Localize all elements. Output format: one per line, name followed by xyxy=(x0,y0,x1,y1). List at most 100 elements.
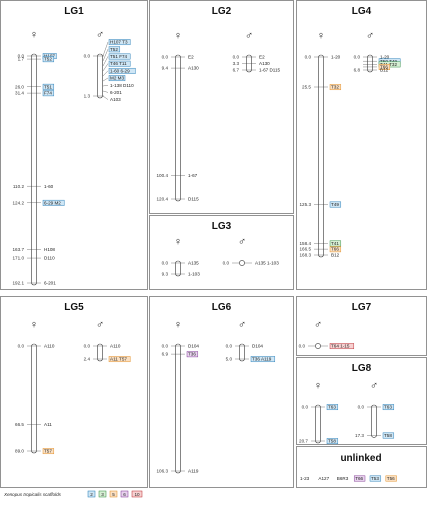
marker-position: 0.0 xyxy=(305,55,312,60)
legend-item: 10 xyxy=(134,492,140,497)
marker-label-box xyxy=(382,432,395,439)
female-symbol: ♀ xyxy=(30,29,38,41)
marker-label-group: T51 F74 xyxy=(108,53,131,60)
marker-label: A135 xyxy=(188,261,199,266)
marker-label: A135 1-103 xyxy=(255,261,279,266)
marker-label: M2 M3 xyxy=(110,76,124,81)
marker-label-group: 1-138 D110 xyxy=(110,83,134,88)
marker-label: H107 xyxy=(44,54,55,59)
panel-title: LG2 xyxy=(212,6,232,17)
legend-swatch xyxy=(109,490,118,498)
marker-position: 1.3 xyxy=(84,94,91,99)
marker-position: 0.0 xyxy=(162,344,169,349)
panel-title: LG3 xyxy=(212,221,232,232)
marker-position: 3.3 xyxy=(233,61,240,66)
legend-swatch xyxy=(87,490,96,498)
marker-label-group: 1-67 D115 xyxy=(259,68,281,73)
marker-label-group: 6-201 xyxy=(110,90,122,95)
marker-label-group: A135 xyxy=(188,261,199,266)
marker-label: T58 xyxy=(328,439,336,444)
marker-leader xyxy=(102,63,109,72)
marker-position: 166.5 xyxy=(300,247,312,252)
marker-leader xyxy=(102,41,109,57)
unlinked-marker-group: A127 xyxy=(318,476,329,481)
male-symbol: ♂ xyxy=(366,30,374,42)
legend-swatch xyxy=(131,490,143,498)
marker-label-group: T63 xyxy=(326,404,339,411)
male-chromosome xyxy=(371,404,377,438)
marker-label: H108 xyxy=(44,247,55,252)
marker-label-group: H107 T3 xyxy=(108,39,131,46)
marker-leader xyxy=(102,70,109,77)
marker-label: T58 xyxy=(384,433,392,438)
marker-label-group: T58 xyxy=(326,438,339,445)
marker-label: A11 xyxy=(44,422,52,427)
marker-label: 1-20 xyxy=(331,55,341,60)
male-chromosome xyxy=(239,343,245,362)
panel-title: LG1 xyxy=(64,6,84,17)
marker-position: 0.0 xyxy=(354,55,361,60)
marker-position: 163.7 xyxy=(13,247,25,252)
female-chromosome xyxy=(175,260,181,277)
marker-position: 1.7 xyxy=(18,57,25,62)
legend-item: 3 xyxy=(101,492,104,497)
marker-label-group: T49 xyxy=(329,201,342,208)
marker-label-box xyxy=(42,199,65,206)
unlinked-marker-group: 1-23 xyxy=(300,476,310,481)
marker-position: 0.0 xyxy=(223,261,230,266)
marker-label-group: B12 xyxy=(380,68,389,73)
marker-label-group: 1-103 xyxy=(188,272,200,277)
female-symbol: ♀ xyxy=(174,319,182,331)
marker-label: D104 xyxy=(188,344,199,349)
panel-frame xyxy=(149,296,294,488)
marker-label: 6-201 xyxy=(110,90,122,95)
marker-position: 31.4 xyxy=(15,91,24,96)
marker-label: T41 xyxy=(331,241,339,246)
male-symbol: ♂ xyxy=(314,319,322,331)
marker-label-box xyxy=(42,83,55,90)
legend-swatch xyxy=(98,490,107,498)
male-symbol: ♂ xyxy=(238,236,246,248)
marker-position: 125.3 xyxy=(300,202,312,207)
unlinked-marker-group: B6R3 xyxy=(337,476,349,481)
marker-position: 26.0 xyxy=(15,84,24,89)
marker-position: 2.4 xyxy=(84,357,91,362)
male-point-chromosome xyxy=(239,260,245,266)
marker-label: A110 xyxy=(110,344,121,349)
marker-label-group: D115 xyxy=(188,197,199,202)
marker-position: 0.0 xyxy=(18,54,25,59)
unlinked-title: unlinked xyxy=(340,453,381,464)
marker-label: A130 xyxy=(188,66,199,71)
marker-label-group: T36 A119 xyxy=(250,356,276,363)
marker-position: 0.0 xyxy=(299,344,306,349)
male-symbol: ♂ xyxy=(370,380,378,392)
female-chromosome xyxy=(175,54,181,202)
marker-label: D104 xyxy=(252,344,263,349)
female-chromosome xyxy=(31,343,37,454)
unlinked-marker-box xyxy=(353,475,366,482)
marker-label-box xyxy=(108,67,136,74)
marker-position: 100.4 xyxy=(157,173,169,178)
marker-label: T46 T11 xyxy=(110,61,127,66)
marker-position: 0.0 xyxy=(84,54,91,59)
marker-position: 0.0 xyxy=(162,55,169,60)
marker-position: 0.0 xyxy=(302,405,309,410)
marker-label: T63 xyxy=(328,405,336,410)
marker-label-group: 1-20 xyxy=(380,55,390,60)
panel-frame xyxy=(0,0,148,290)
female-symbol: ♀ xyxy=(314,380,322,392)
unlinked-marker: B6R3 xyxy=(337,476,349,481)
marker-label-group: 1-67 xyxy=(188,173,198,178)
marker-label: E2 xyxy=(259,55,265,60)
marker-label-box xyxy=(108,39,131,46)
marker-label-box xyxy=(329,201,342,208)
panel-title: LG6 xyxy=(212,302,232,313)
marker-leader xyxy=(102,77,109,82)
marker-leader xyxy=(102,85,109,87)
marker-label-group: T41 xyxy=(329,240,342,247)
marker-position: 0.0 xyxy=(18,344,25,349)
